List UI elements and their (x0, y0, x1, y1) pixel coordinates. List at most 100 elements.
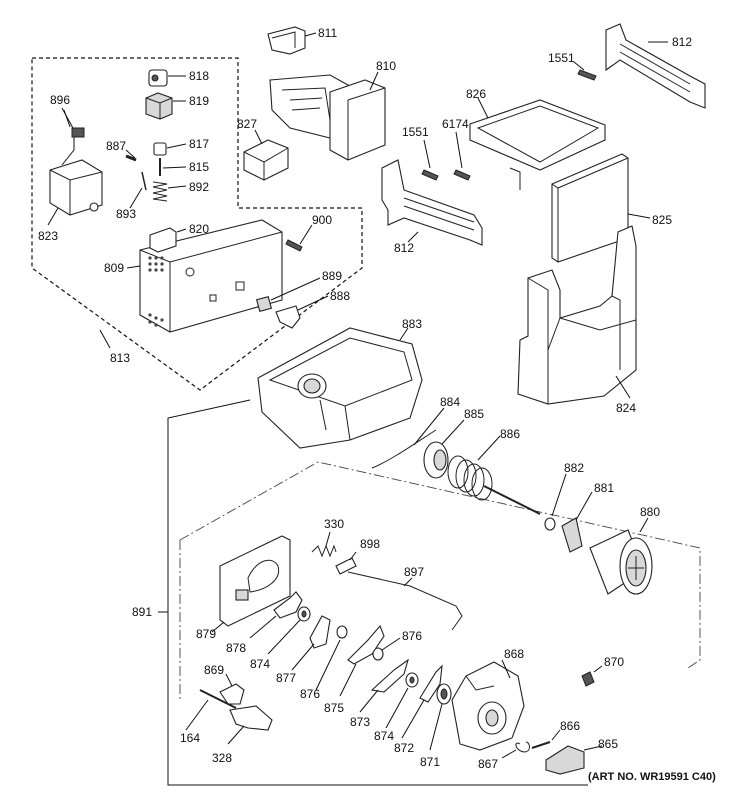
part-874-washer-b (385, 672, 419, 729)
screw-1551-mid (421, 139, 439, 181)
part-164-shaft (185, 689, 237, 731)
label-870: 870 (604, 655, 624, 669)
label-878: 878 (226, 641, 246, 655)
part-809-bracket (126, 219, 283, 333)
label-874-b: 874 (374, 729, 394, 743)
part-810-ice-maker (269, 71, 386, 161)
label-896: 896 (50, 93, 70, 107)
label-825: 825 (652, 213, 672, 227)
subassembly-813-outline (31, 57, 363, 391)
screw-1551-top (573, 61, 597, 81)
part-889-bracket (255, 277, 321, 313)
part-812-rail-top (605, 23, 706, 109)
label-882: 882 (564, 461, 584, 475)
part-876-washer-b (372, 637, 401, 661)
label-812-mid: 812 (394, 241, 414, 255)
label-900: 900 (312, 213, 332, 227)
part-825-panel (551, 153, 651, 263)
part-870-screw (581, 665, 603, 687)
part-820-clip (149, 227, 187, 253)
part-884-wire (371, 407, 445, 469)
label-892: 892 (189, 180, 209, 194)
label-865: 865 (598, 737, 618, 751)
part-824-housing (517, 225, 637, 405)
part-886-auger (447, 435, 541, 515)
label-6174: 6174 (442, 117, 469, 131)
label-827: 827 (237, 117, 257, 131)
label-812-top: 812 (672, 35, 692, 49)
label-873: 873 (350, 715, 370, 729)
part-871-gear (429, 683, 452, 751)
part-872-lever (401, 664, 443, 739)
label-817: 817 (189, 137, 209, 151)
part-873-rack (359, 658, 409, 713)
part-330-spring (311, 531, 337, 558)
part-877-lever (291, 615, 331, 671)
part-879-plate (211, 535, 291, 633)
part-818-solenoid (148, 69, 186, 87)
part-896-connector (61, 107, 85, 166)
label-826: 826 (466, 87, 486, 101)
callout-labels: 811 810 818 819 896 827 817 887 815 892 … (38, 26, 692, 771)
part-866-pin (531, 729, 561, 749)
label-818: 818 (189, 69, 209, 83)
label-887: 887 (106, 139, 126, 153)
label-866: 866 (560, 719, 580, 733)
part-817-plunger (153, 142, 187, 156)
mechanism-outline (179, 461, 701, 700)
label-330: 330 (324, 517, 344, 531)
part-869-lever (219, 673, 245, 705)
label-823: 823 (38, 229, 58, 243)
part-875-cam (339, 624, 385, 697)
label-880: 880 (640, 505, 660, 519)
label-1551-top: 1551 (548, 51, 575, 65)
part-897-rod (347, 571, 463, 631)
label-815: 815 (189, 160, 209, 174)
part-900-screw (285, 224, 313, 252)
art-number: (ART NO. WR19591 C40) (588, 771, 716, 783)
part-823-motor (47, 159, 103, 226)
part-865-block (545, 745, 603, 775)
part-876-washer-a (315, 625, 348, 691)
label-1551-mid: 1551 (402, 125, 429, 139)
label-886: 886 (500, 427, 520, 441)
part-867-clip (501, 741, 530, 759)
label-877: 877 (276, 671, 296, 685)
label-871: 871 (420, 755, 440, 769)
label-811: 811 (318, 26, 337, 40)
subassembly-891-bracket (158, 399, 588, 786)
label-867: 867 (478, 757, 498, 771)
part-878-cam (249, 591, 303, 639)
label-328: 328 (212, 751, 232, 765)
label-813: 813 (110, 351, 130, 365)
part-887-pin (125, 149, 137, 162)
part-826-frame (469, 97, 606, 190)
label-868: 868 (504, 647, 524, 661)
label-885: 885 (464, 407, 484, 421)
part-819-block (145, 92, 186, 120)
label-891: 891 (132, 605, 152, 619)
part-328-arm (227, 705, 273, 745)
part-811-clip (267, 26, 317, 55)
label-824: 824 (616, 401, 636, 415)
label-809: 809 (104, 261, 124, 275)
part-874-washer-a (267, 606, 311, 655)
label-897: 897 (404, 565, 424, 579)
part-882-ring (544, 473, 567, 531)
label-872: 872 (394, 741, 414, 755)
part-885-bushing (423, 419, 465, 479)
label-893: 893 (116, 207, 136, 221)
label-875: 875 (324, 701, 344, 715)
part-815-rod (159, 158, 187, 176)
label-810: 810 (376, 59, 396, 73)
part-883-ice-bucket (257, 327, 423, 449)
part-880-cup (589, 517, 653, 595)
label-820: 820 (189, 222, 209, 236)
part-827-switch (243, 129, 289, 181)
label-879: 879 (196, 627, 216, 641)
label-819: 819 (189, 94, 209, 108)
part-888-latch (275, 295, 329, 329)
part-881-seal (561, 491, 593, 553)
label-889: 889 (322, 269, 342, 283)
